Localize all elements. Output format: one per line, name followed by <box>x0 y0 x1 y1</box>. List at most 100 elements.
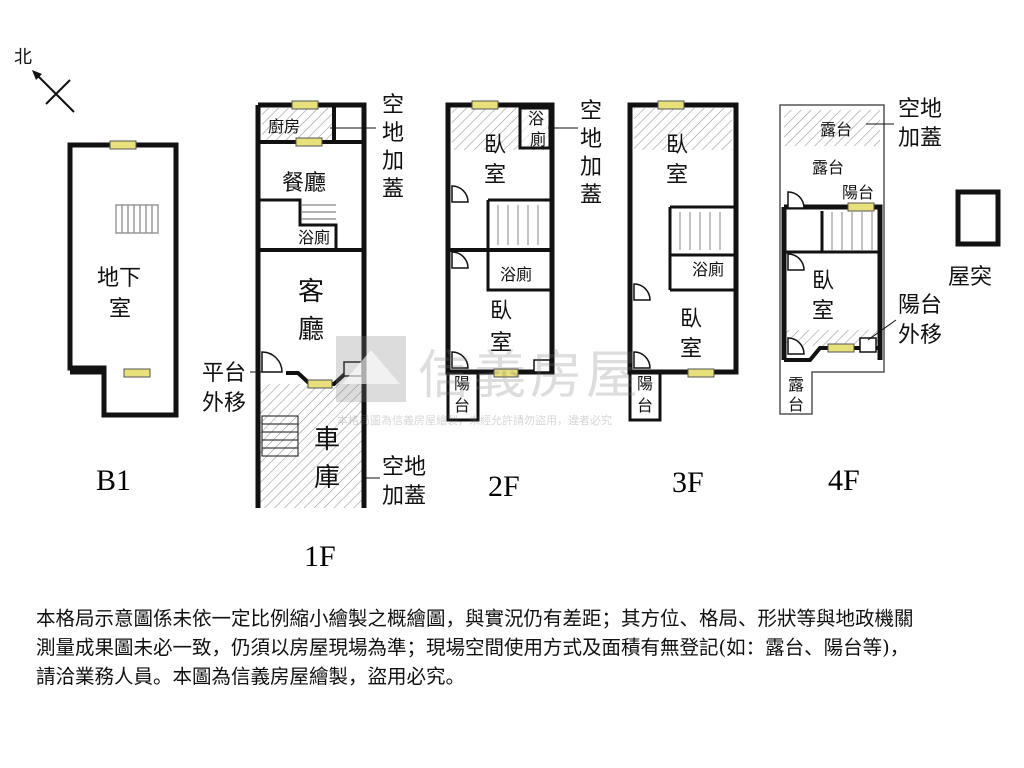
stairs-icon <box>115 204 159 234</box>
window-icon <box>291 100 319 110</box>
floor-label-2f: 2F <box>488 470 520 503</box>
label-platform-moved: 平台 <box>202 361 246 386</box>
balcony-outline <box>446 372 480 422</box>
label-addon: 空地 <box>898 97 942 122</box>
floor-label-4f: 4F <box>828 464 860 497</box>
window-icon <box>471 100 499 110</box>
floor-2f: 浴 廁 臥 室 浴廁 臥 室 陽 台 空 地 加 蓋 2F <box>445 99 602 503</box>
door-icon <box>261 351 283 373</box>
room-kitchen: 廚房 <box>268 117 300 136</box>
door-icon <box>787 337 805 355</box>
label-addon-top: 空 <box>382 93 404 118</box>
room-living: 客 <box>298 277 324 307</box>
room-balcony: 陽 <box>454 374 470 393</box>
3f-outline <box>627 102 739 375</box>
window-icon <box>307 379 333 389</box>
svg-text:庫: 庫 <box>314 463 340 493</box>
room-dining: 餐廳 <box>282 171 326 196</box>
room-bath-top: 浴 <box>528 109 544 128</box>
balcony-outline <box>628 372 662 422</box>
floor-label-b1: B1 <box>96 464 131 497</box>
door-icon <box>451 251 469 269</box>
svg-text:室: 室 <box>666 163 688 188</box>
label-roof: 屋突 <box>948 265 992 290</box>
floor-b1: 地下 室 B1 <box>67 140 179 497</box>
label-addon: 空 <box>580 99 602 124</box>
watermark-subtext: 本格局圖為信義房屋繪製，未經允許請勿盜用，違者必究 <box>337 414 612 427</box>
svg-text:加: 加 <box>382 149 404 174</box>
svg-text:蓋: 蓋 <box>580 183 602 208</box>
door-icon <box>633 351 651 369</box>
floor-plan-diagram: 北 地下 室 B1 廚房 餐廳 <box>14 47 1001 573</box>
door-icon <box>451 351 469 369</box>
floor-label-1f: 1F <box>304 540 336 573</box>
svg-text:廁: 廁 <box>530 130 546 149</box>
svg-text:加: 加 <box>580 155 602 180</box>
svg-text:台: 台 <box>788 395 804 414</box>
north-arrow-icon <box>35 73 75 113</box>
door-icon <box>787 253 805 271</box>
stairs-icon <box>831 212 873 250</box>
window-icon <box>827 343 855 353</box>
label-balcony-moved: 陽台 <box>898 293 942 318</box>
window-icon <box>847 202 875 212</box>
floor-3f: 臥 室 浴廁 臥 室 陽 台 3F <box>627 100 739 499</box>
stairs-icon <box>679 212 721 250</box>
floor-4f: 露台 露台 陽台 臥 室 露 台 空地 加蓋 陽台 外移 4F <box>779 97 942 497</box>
4f-outer-outline <box>779 104 885 415</box>
room-garage: 車 <box>314 425 340 455</box>
door-icon <box>633 283 651 301</box>
brand-logo-icon <box>336 336 406 402</box>
door-icon <box>451 185 469 203</box>
window-icon <box>295 137 323 147</box>
floor-label-3f: 3F <box>672 466 704 499</box>
room-bedroom-bottom: 臥 <box>490 299 512 324</box>
room-bath-mid: 浴廁 <box>692 260 724 279</box>
svg-text:地: 地 <box>382 121 404 146</box>
room-bedroom-top: 臥 <box>484 133 506 158</box>
svg-text:室: 室 <box>812 299 834 324</box>
room-bedroom-bottom: 臥 <box>680 307 702 332</box>
svg-text:室: 室 <box>680 337 702 362</box>
window-icon <box>123 368 151 378</box>
label-addon-bottom: 空地 <box>382 455 426 480</box>
room-terrace-mid: 露台 <box>812 158 844 177</box>
svg-text:台: 台 <box>454 396 470 415</box>
garage-hatch <box>258 384 364 508</box>
svg-text:室: 室 <box>484 163 506 188</box>
compass: 北 <box>14 47 75 113</box>
svg-text:外移: 外移 <box>202 391 246 416</box>
roof-protrusion: 屋突 <box>948 189 1001 290</box>
room-bedroom: 臥 <box>812 269 834 294</box>
north-label: 北 <box>14 47 32 68</box>
stairs-icon <box>261 415 299 457</box>
svg-text:蓋: 蓋 <box>382 177 404 202</box>
room-bedroom-top: 臥 <box>666 133 688 158</box>
svg-text:室: 室 <box>490 331 512 356</box>
stairs-icon <box>302 204 336 220</box>
svg-text:加蓋: 加蓋 <box>898 126 942 151</box>
door-icon <box>787 191 805 209</box>
window-icon <box>687 368 715 378</box>
svg-text:室: 室 <box>109 297 131 322</box>
room-bath: 浴廁 <box>298 228 330 247</box>
window-icon <box>657 100 685 110</box>
room-terrace-top: 露台 <box>820 120 852 139</box>
b1-outline <box>67 142 179 418</box>
room-balcony: 陽 <box>637 374 653 393</box>
room-bath-mid: 浴廁 <box>500 265 532 284</box>
window-icon <box>109 140 137 150</box>
room-basement: 地下 <box>97 266 141 291</box>
svg-text:加蓋: 加蓋 <box>382 484 426 509</box>
svg-text:台: 台 <box>637 396 653 415</box>
window-icon <box>493 368 519 378</box>
stairs-icon <box>497 205 539 245</box>
disclaimer-note: 本格局示意圖係未依一定比例縮小繪製之概繪圖，與實況仍有差距；其方位、格局、形狀等… <box>36 607 914 688</box>
svg-text:地: 地 <box>580 127 602 152</box>
room-terrace-bottom: 露 <box>788 375 804 394</box>
watermark-brand: 信義房屋 <box>418 346 643 406</box>
svg-text:外移: 外移 <box>898 323 942 348</box>
svg-text:廳: 廳 <box>298 315 324 345</box>
room-balcony-small: 陽台 <box>842 183 874 202</box>
floor-1f: 廚房 餐廳 浴廁 客 廳 車 庫 空 地 加 蓋 平台 外移 空地 加蓋 1F <box>202 93 426 573</box>
